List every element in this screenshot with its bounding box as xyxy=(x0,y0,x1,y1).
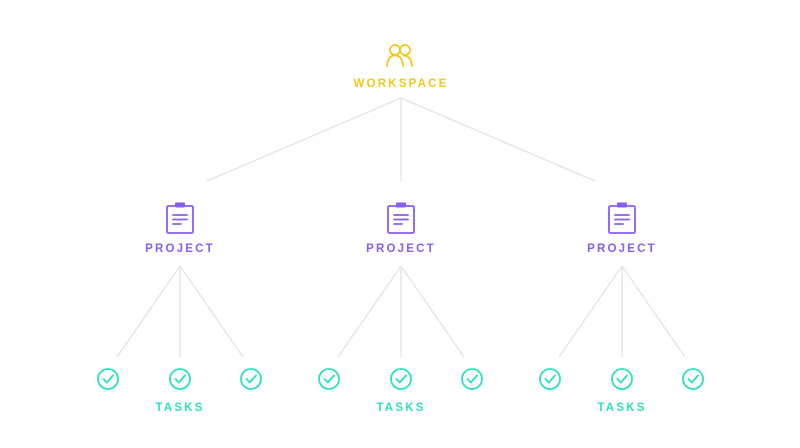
workspace-connector xyxy=(206,97,402,182)
check-circle-icon xyxy=(461,368,483,390)
workspace-node: WORKSPACE xyxy=(354,44,449,90)
clipboard-icon xyxy=(608,202,636,234)
tasks-label: TASKS xyxy=(597,402,646,414)
workspace-label: WORKSPACE xyxy=(354,78,449,90)
project-label: PROJECT xyxy=(587,243,657,255)
check-circle-icon xyxy=(240,368,262,390)
project-connector xyxy=(116,265,181,358)
users-icon xyxy=(386,44,413,67)
tasks-label: TASKS xyxy=(155,402,204,414)
task-icons xyxy=(97,368,704,390)
project-label: PROJECT xyxy=(145,243,215,255)
project-connector xyxy=(621,265,686,358)
clipboard-icon xyxy=(166,202,194,234)
project-label: PROJECT xyxy=(366,243,436,255)
project-connector xyxy=(337,265,402,358)
project-node-3: PROJECT xyxy=(587,202,657,255)
project-connector xyxy=(179,265,244,358)
check-circle-icon xyxy=(539,368,561,390)
connector-lines xyxy=(116,97,686,358)
check-circle-icon xyxy=(682,368,704,390)
project-connector xyxy=(400,265,465,358)
project-node-1: PROJECT xyxy=(145,202,215,255)
project-node-2: PROJECT xyxy=(366,202,436,255)
check-circle-icon xyxy=(611,368,633,390)
clipboard-icon xyxy=(387,202,415,234)
workspace-connector xyxy=(400,97,596,182)
check-circle-icon xyxy=(390,368,412,390)
check-circle-icon xyxy=(318,368,340,390)
check-circle-icon xyxy=(97,368,119,390)
check-circle-icon xyxy=(169,368,191,390)
tasks-label: TASKS xyxy=(376,402,425,414)
project-connector xyxy=(558,265,623,358)
